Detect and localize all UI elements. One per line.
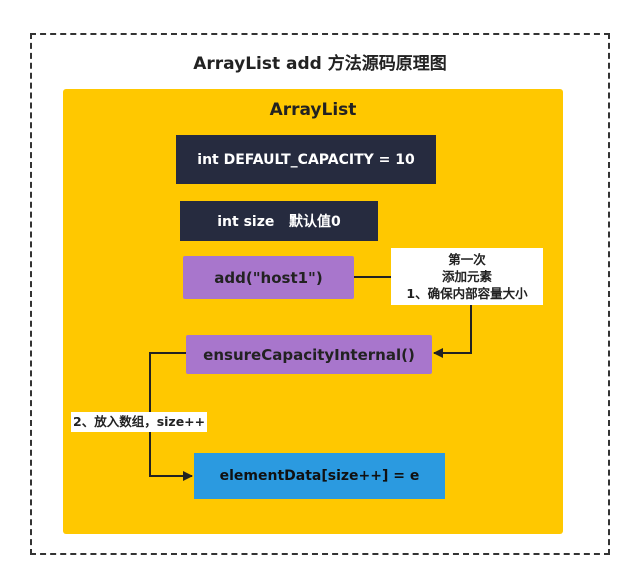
size-label: int size 默认值0 [217,214,341,230]
ensure-capacity-label: ensureCapacityInternal() [203,345,415,364]
diagram-title: ArrayList add 方法源码原理图 [193,54,447,74]
note-line-3: 1、确保内部容量大小 [406,286,528,301]
panel-title: ArrayList [269,100,357,120]
element-data-box: elementData[size++] = e [194,453,445,499]
note-line-1: 第一次 [448,252,486,267]
default-capacity-box: int DEFAULT_CAPACITY = 10 [176,135,436,184]
element-data-label: elementData[size++] = e [219,468,420,484]
note-line-2: 添加元素 [441,269,492,284]
size-box: int size 默认值0 [180,201,378,241]
add-method-box: add("host1") [183,256,354,299]
ensure-capacity-box: ensureCapacityInternal() [186,335,432,374]
step2-label: 2、放入数组，size++ [71,412,208,432]
dashed-outer-frame [30,33,610,555]
first-add-note: 第一次 添加元素 1、确保内部容量大小 [391,248,543,305]
default-capacity-label: int DEFAULT_CAPACITY = 10 [197,151,415,168]
add-method-label: add("host1") [214,268,323,287]
